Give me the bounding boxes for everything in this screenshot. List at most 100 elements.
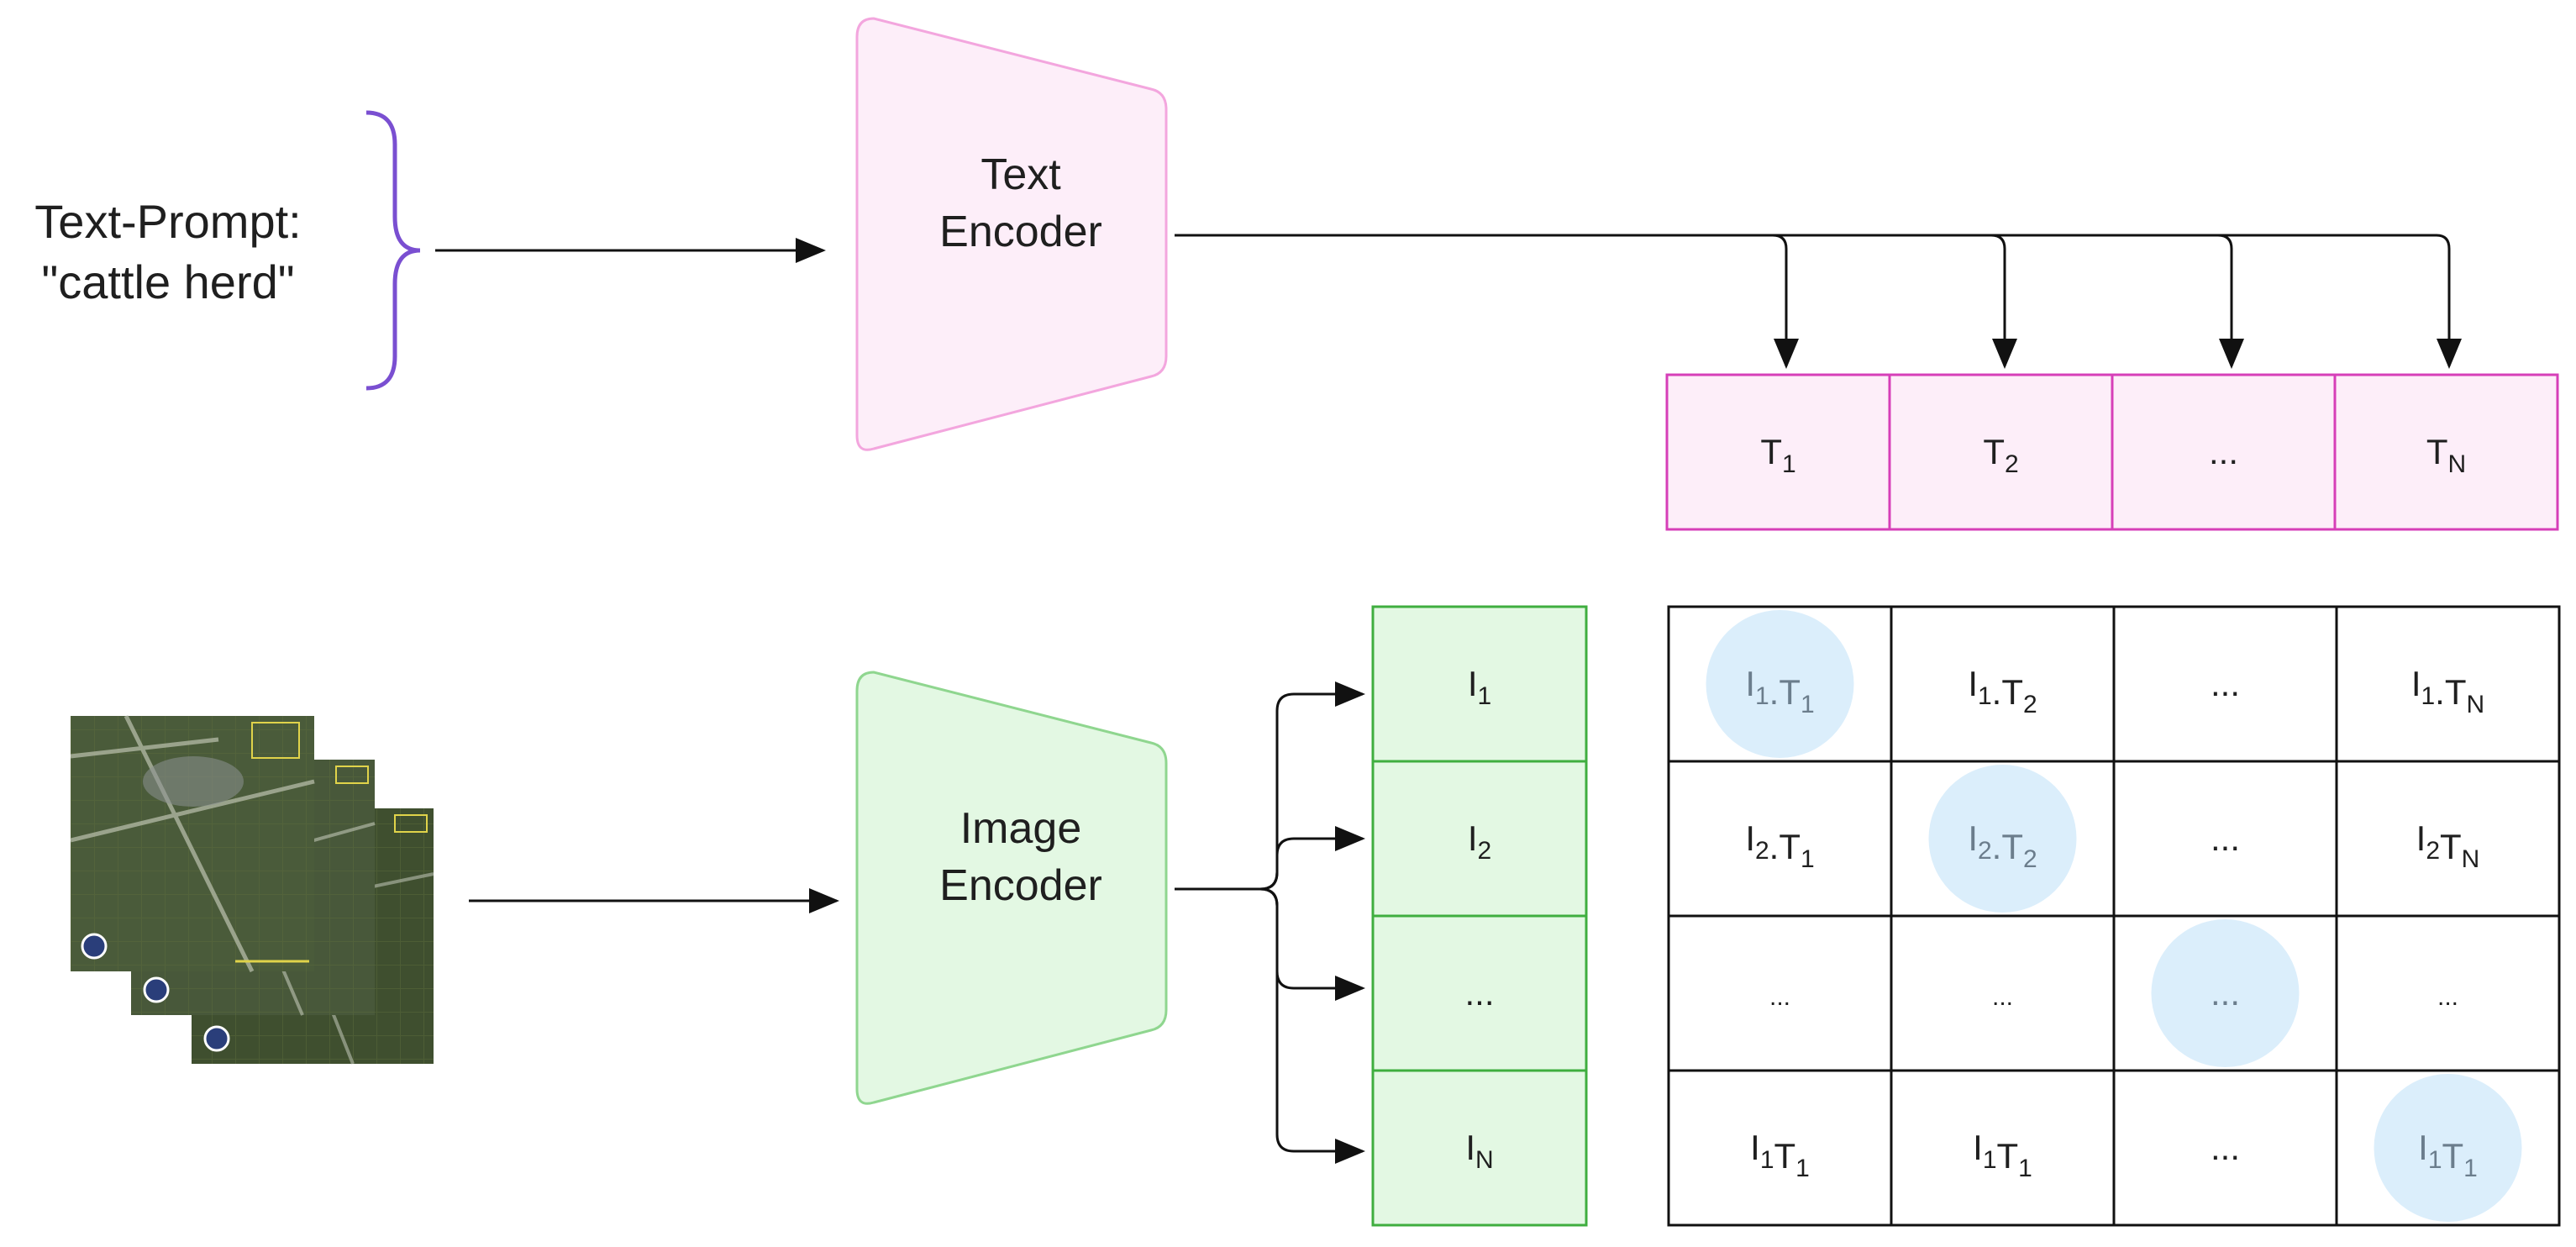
match-highlight	[2374, 1074, 2522, 1222]
text-embedding-cell	[2111, 373, 2337, 531]
matrix-cell-label: I1T1	[2418, 1128, 2478, 1182]
label-subscript: 2	[2023, 691, 2037, 718]
label-subscript: 2	[1755, 837, 1769, 865]
match-highlight	[2151, 919, 2300, 1067]
label-base: .T	[1992, 827, 2023, 866]
label-base: T	[1983, 432, 2005, 471]
label-base: I	[1465, 1128, 1475, 1167]
label-base: I	[1745, 818, 1755, 858]
text-embedding-label: TN	[2426, 432, 2466, 478]
matrix-cell	[1667, 760, 1893, 918]
prompt-value: "cattle herd"	[41, 255, 294, 308]
label-base: .T	[1992, 672, 2023, 712]
label-subscript: 1	[1978, 682, 1992, 710]
image-arrow-2	[1259, 826, 1365, 891]
label-base: .T	[2435, 672, 2466, 712]
image-embedding-label: I1	[1468, 664, 1491, 710]
text-embedding-label: T2	[1983, 432, 2018, 478]
similarity-matrix: I1.T1I1.T2...I1.TNI2.T1I2.T2...I2TN.....…	[1667, 605, 2561, 1227]
matrix-cell-label: I2.T2	[1968, 818, 2037, 873]
matrix-cell	[2112, 1069, 2338, 1227]
image-encoder-subtitle: Encoder	[939, 861, 1102, 910]
label-base: ...	[2211, 973, 2240, 1013]
matrix-cell	[2335, 760, 2561, 918]
label-base: I	[1968, 664, 1978, 703]
label-base: I	[1973, 1128, 1983, 1167]
label-base: T	[1774, 1136, 1796, 1176]
label-subscript: 2	[1477, 837, 1491, 865]
label-base: I	[1750, 1128, 1760, 1167]
label-base: I	[2418, 1128, 2428, 1167]
label-subscript: 2	[2005, 450, 2019, 478]
image-embedding-cell	[1371, 605, 1588, 763]
matrix-cell-label: I1.TN	[2411, 664, 2484, 718]
matrix-cell-label: I1T1	[1973, 1128, 2032, 1182]
text-embedding-cell	[1888, 373, 2114, 531]
image-embedding-cell	[1371, 1069, 1588, 1227]
label-subscript: 1	[1983, 1146, 1997, 1174]
text-encoder-output-line	[1175, 234, 2451, 250]
image-encoder-title: Image	[960, 804, 1082, 853]
matrix-cell-label: ...	[2211, 973, 2240, 1013]
matrix-cell-label: ...	[2437, 983, 2458, 1011]
label-base: ...	[2209, 432, 2238, 471]
matrix-cell	[1667, 1069, 1893, 1227]
text-encoder-subtitle: Encoder	[939, 208, 1102, 256]
label-base: ...	[1992, 983, 2013, 1011]
image-embedding-label: ...	[1464, 973, 1494, 1013]
label-subscript: 1	[1760, 1146, 1774, 1174]
label-base: ...	[2211, 664, 2240, 703]
label-base: ...	[2211, 818, 2240, 858]
label-base: I	[1468, 818, 1478, 858]
image-embedding-label: I2	[1468, 818, 1491, 865]
label-subscript: 1	[1801, 845, 1815, 873]
label-base: I	[2411, 664, 2421, 703]
matrix-cell-label: ...	[2211, 664, 2240, 703]
label-base: T	[2442, 1136, 2464, 1176]
text-embedding-label: ...	[2209, 432, 2238, 471]
label-subscript: 1	[2421, 682, 2435, 710]
label-base: T	[1760, 432, 1782, 471]
matrix-cell-label: ...	[2211, 1128, 2240, 1167]
label-subscript: N	[2447, 450, 2466, 478]
image-embedding-cell	[1371, 760, 1588, 918]
matrix-cell-label: I1.T1	[1745, 664, 1814, 718]
matrix-cell	[1890, 1069, 2116, 1227]
image-encoder-block	[855, 671, 1168, 1105]
matrix-cell-label: I2TN	[2416, 818, 2480, 873]
label-base: I	[1968, 818, 1978, 858]
label-subscript: 1	[2463, 1155, 2478, 1182]
label-subscript: 1	[1782, 450, 1796, 478]
text-embedding-label: T1	[1760, 432, 1795, 478]
label-base: ...	[2437, 983, 2458, 1011]
label-subscript: 1	[1801, 691, 1815, 718]
label-base: T	[1997, 1136, 2019, 1176]
matrix-cell-label: ...	[1769, 983, 1790, 1011]
text-encoder-title: Text	[980, 150, 1061, 199]
matrix-cell-label: ...	[2211, 818, 2240, 858]
label-base: T	[2426, 432, 2448, 471]
matrix-cell	[2335, 605, 2561, 763]
matrix-cell	[1890, 605, 2116, 763]
label-subscript: N	[2467, 691, 2485, 718]
text-arrow-2	[1990, 234, 2017, 369]
label-subscript: 1	[2428, 1146, 2442, 1174]
satellite-image-1	[70, 714, 315, 973]
input-image-stack	[70, 714, 434, 1065]
label-subscript: N	[1475, 1146, 1494, 1174]
text-arrow-1	[1772, 234, 1799, 369]
matrix-cell	[1890, 914, 2116, 1072]
label-base: I	[2416, 818, 2426, 858]
brace-icon	[365, 110, 421, 391]
matrix-cell-label: ...	[1992, 983, 2013, 1011]
label-subscript: 1	[2018, 1155, 2032, 1182]
label-base: ...	[1769, 983, 1790, 1011]
label-subscript: 2	[2426, 837, 2440, 865]
matrix-cell-label: I1T1	[1750, 1128, 1810, 1182]
label-subscript: 1	[1755, 682, 1769, 710]
image-arrow-3	[1259, 887, 1365, 1001]
text-embedding-cell	[2333, 373, 2559, 531]
